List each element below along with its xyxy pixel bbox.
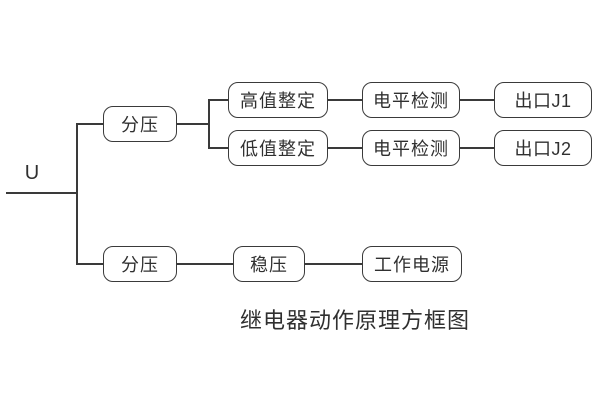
node-level-detection-2: 电平检测 xyxy=(362,130,460,166)
regulator-to-working-power-line xyxy=(305,263,362,265)
node-voltage-regulator: 稳压 xyxy=(233,246,305,282)
trunk-vertical-line xyxy=(76,123,78,265)
node-output-j1: 出口J1 xyxy=(494,82,592,118)
low-setting-to-level-detect-line xyxy=(328,147,362,149)
divider-to-regulator-line xyxy=(177,263,233,265)
fork-to-low-setting-line xyxy=(208,147,228,149)
node-working-power-supply: 工作电源 xyxy=(362,246,462,282)
input-lead-line xyxy=(6,192,76,194)
node-low-value-setting: 低值整定 xyxy=(228,130,328,166)
input-voltage-label: U xyxy=(24,162,40,184)
high-setting-to-level-detect-line xyxy=(328,99,362,101)
level-detect-to-output-j1-line xyxy=(460,99,494,101)
node-high-value-setting: 高值整定 xyxy=(228,82,328,118)
trunk-to-bottom-divider-line xyxy=(76,263,103,265)
node-output-j2: 出口J2 xyxy=(494,130,592,166)
node-level-detection-1: 电平检测 xyxy=(362,82,460,118)
level-detect-to-output-j2-line xyxy=(460,147,494,149)
node-voltage-divider-bottom: 分压 xyxy=(103,246,177,282)
fork-vertical-line xyxy=(208,99,210,149)
node-voltage-divider-top: 分压 xyxy=(103,106,177,142)
divider-to-fork-line xyxy=(177,123,210,125)
diagram-caption: 继电器动作原理方框图 xyxy=(239,308,470,333)
fork-to-high-setting-line xyxy=(208,99,228,101)
trunk-to-top-divider-line xyxy=(76,123,103,125)
